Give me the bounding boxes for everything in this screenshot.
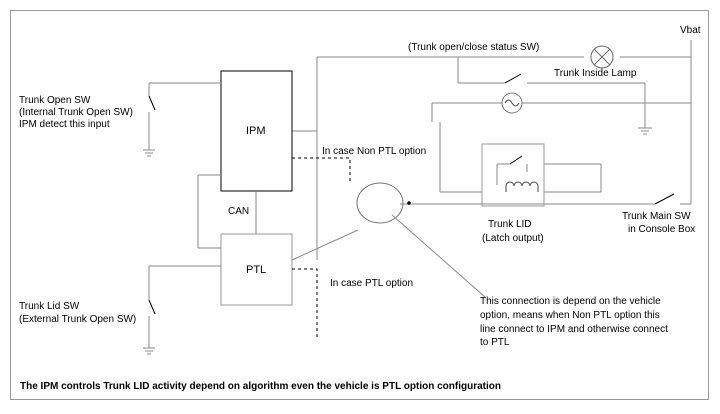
ptl-to-ellipse-line: [291, 229, 359, 261]
trunk-lid-sub-label: (Latch output): [482, 233, 544, 244]
status-switch: [457, 57, 652, 135]
vbat-rail: [620, 40, 692, 204]
main-line: [400, 163, 691, 205]
trunk-lid-label: Trunk LID: [488, 219, 532, 230]
ipm-block: [220, 70, 293, 192]
connection-note-line-1: This connection is depend on the vehicle: [480, 296, 661, 307]
diagram-caption: The IPM controls Trunk LID activity depe…: [20, 381, 501, 392]
can-label: CAN: [228, 206, 249, 217]
connection-note-line-3: line connect to IPM and otherwise connec…: [480, 324, 668, 335]
ptl-block: [220, 233, 293, 306]
trunk-open-sw-sub-label: (Internal Trunk Open SW): [19, 107, 133, 118]
trunk-status-sw-label: (Trunk open/close status SW): [408, 42, 539, 53]
non-ptl-dashed-line: [292, 157, 351, 340]
trunk-lid-sw-sub-label: (External Trunk Open SW): [19, 314, 136, 325]
connection-note-line-2: option, means when Non PTL option this: [480, 310, 660, 321]
ipm-label: IPM: [246, 125, 266, 137]
trunk-open-sw-note: IPM detect this input: [19, 119, 110, 130]
ptl-label: PTL: [246, 264, 266, 276]
trunk-lid-relay: [481, 143, 545, 207]
non-ptl-option-label: In case Non PTL option: [322, 146, 426, 157]
lamp-icon: [590, 45, 614, 69]
trunk-open-sw-label: Trunk Open SW: [19, 95, 91, 106]
trunk-inside-lamp-label: Trunk Inside Lamp: [554, 68, 637, 79]
trunk-main-sw-sub-label: in Console Box: [628, 224, 695, 235]
ptl-option-label: In case PTL option: [330, 278, 413, 289]
trunk-lid-switch: [143, 174, 221, 355]
trunk-open-switch: [143, 82, 221, 157]
motor-branch: [431, 102, 691, 192]
connection-note-line-4: to PTL: [480, 337, 510, 348]
diagram-frame: [10, 10, 709, 400]
trunk-lid-sw-label: Trunk Lid SW: [19, 301, 80, 312]
ac-source-icon: [501, 92, 523, 114]
trunk-main-sw-label: Trunk Main SW: [622, 211, 691, 222]
connection-ellipse: [356, 182, 486, 298]
vbat-label: Vbat: [680, 25, 701, 36]
